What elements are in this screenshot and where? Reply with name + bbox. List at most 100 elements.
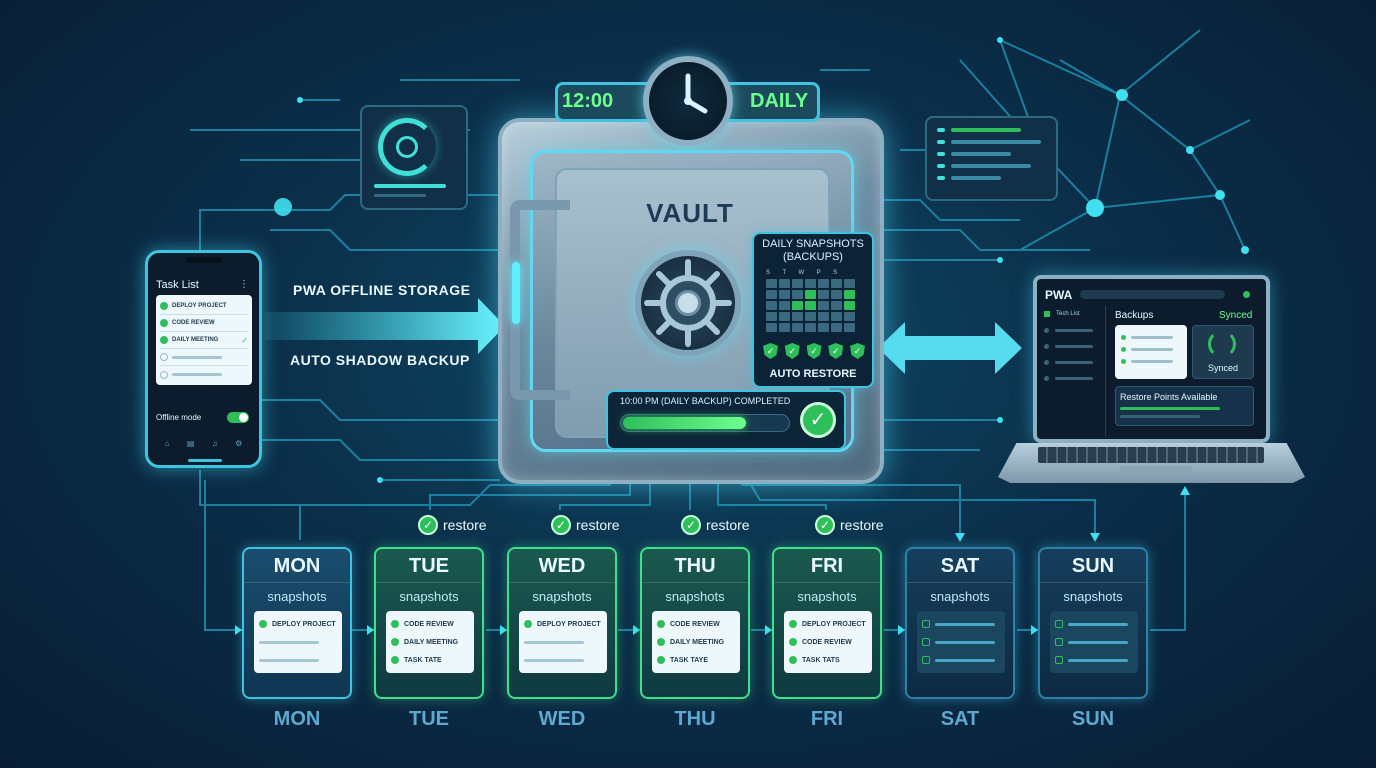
snapshot-row [922, 615, 1000, 633]
calendar-day-cell [831, 323, 842, 332]
day-card-sat[interactable]: SAT snapshots [905, 547, 1015, 699]
day-card-mon[interactable]: MON snapshots DEPLOY PROJECT [242, 547, 352, 699]
home-icon[interactable]: ⌂ [164, 439, 170, 448]
check-box-icon [922, 620, 930, 628]
day-card-tue[interactable]: TUE snapshots CODE REVIEW DAILY MEETING … [374, 547, 484, 699]
snapshot-placeholder [524, 640, 584, 644]
offline-mode-toggle[interactable] [227, 412, 249, 423]
list-icon[interactable]: ▤ [186, 439, 195, 448]
day-card-wed[interactable]: WED snapshots DEPLOY PROJECT [507, 547, 617, 699]
day-card-subtitle: snapshots [797, 589, 857, 604]
calendar-day-cell [792, 301, 803, 310]
settings-icon[interactable]: ⚙ [235, 439, 243, 448]
snapshot-row: TASK TATS [789, 651, 867, 669]
backup-line [1131, 359, 1173, 363]
check-icon [789, 620, 797, 628]
bell-icon[interactable]: ♫ [211, 439, 218, 448]
backup-line [1131, 347, 1173, 351]
day-card-title: FRI [774, 549, 880, 583]
restore-points-label: Restore Points Available [1120, 392, 1218, 402]
more-options-icon[interactable]: ⋮ [239, 279, 249, 290]
restore-points-card[interactable] [1115, 386, 1254, 426]
day-card-sun[interactable]: SUN snapshots [1038, 547, 1148, 699]
task-row[interactable]: CODE REVIEW [160, 315, 248, 332]
snapshot-placeholder [259, 640, 319, 644]
sidebar-item[interactable] [1040, 370, 1105, 386]
backup-list-row[interactable] [1121, 343, 1181, 355]
log-line [951, 164, 1031, 168]
restore-tag[interactable]: ✓ restore [681, 515, 750, 535]
day-card-title: TUE [376, 549, 482, 583]
sidebar-item[interactable] [1040, 322, 1105, 338]
check-box-icon [1055, 656, 1063, 664]
backup-arrow-right [265, 298, 505, 354]
snapshot-task-label: DEPLOY PROJECT [272, 620, 336, 628]
day-card-title: THU [642, 549, 748, 583]
sidebar-item-placeholder [1055, 344, 1093, 348]
task-check-icon [160, 319, 168, 327]
calendar-day-cell [805, 323, 816, 332]
day-card-fri[interactable]: FRI snapshots DEPLOY PROJECT CODE REVIEW… [772, 547, 882, 699]
calendar-day-cell [818, 312, 829, 321]
calendar-weekday-row: S T W P S [766, 270, 862, 276]
list-icon [1044, 311, 1050, 317]
calendar-day-cell [766, 301, 777, 310]
day-card-subtitle: snapshots [267, 589, 327, 604]
check-icon [391, 620, 399, 628]
pwa-logo: PWA [1045, 288, 1073, 302]
snapshot-row: DEPLOY PROJECT [789, 615, 867, 633]
day-label-mon: MON [273, 708, 321, 730]
backup-list-card [1115, 325, 1187, 379]
laptop-keyboard [1038, 447, 1264, 463]
restore-tag[interactable]: ✓ restore [815, 515, 884, 535]
snapshot-placeholder [1068, 640, 1128, 644]
task-row[interactable]: DEPLOY PROJECT [160, 298, 248, 315]
task-check-icon [160, 302, 168, 310]
sidebar-item-placeholder [1055, 376, 1093, 380]
storage-ring-inner-icon [396, 136, 418, 158]
task-unchecked-icon [160, 370, 168, 379]
day-card-thu[interactable]: THU snapshots CODE REVIEW DAILY MEETING … [640, 547, 750, 699]
task-row[interactable] [160, 366, 248, 383]
calendar-day-cell [792, 290, 803, 299]
restore-tag[interactable]: ✓ restore [551, 515, 620, 535]
snapshot-placeholder [1068, 658, 1128, 662]
backup-list-row[interactable] [1121, 355, 1181, 367]
log-line [951, 176, 1001, 180]
restore-tag[interactable]: ✓ restore [418, 515, 487, 535]
backups-heading: Backups [1115, 310, 1154, 321]
snapshot-row: DEPLOY PROJECT [259, 615, 337, 633]
restore-check-icon: ✓ [815, 515, 835, 535]
check-icon [259, 620, 267, 628]
calendar-day-cell [831, 301, 842, 310]
sidebar-dot-icon [1044, 327, 1049, 333]
backup-list-row[interactable] [1121, 331, 1181, 343]
task-unchecked-icon [160, 353, 168, 361]
snapshot-row [922, 633, 1000, 651]
day-label-sun: SUN [1071, 708, 1115, 730]
auto-restore-label: AUTO RESTORE [769, 368, 857, 380]
check-box-icon [922, 638, 930, 646]
phone-task-list: DEPLOY PROJECT CODE REVIEW DAILY MEETING… [156, 295, 252, 385]
snapshot-row: DEPLOY PROJECT [524, 615, 602, 633]
day-label-wed: WED [538, 708, 586, 730]
calendar-day-cell [844, 323, 855, 332]
check-box-icon [1055, 620, 1063, 628]
calendar-day-cell [792, 312, 803, 321]
laptop-search-bar[interactable] [1080, 290, 1225, 299]
task-row[interactable] [160, 349, 248, 366]
sidebar-item-tech-list[interactable]: Tech List [1040, 306, 1105, 322]
snapshot-task-label: DAILY MEETING [670, 638, 725, 646]
snapshot-row [1055, 615, 1133, 633]
sidebar-item[interactable] [1040, 338, 1105, 354]
log-bullet [937, 176, 945, 180]
snapshot-placeholder [935, 658, 995, 662]
task-row[interactable]: DAILY MEETING ✓ [160, 332, 248, 349]
task-label: CODE REVIEW [172, 320, 215, 326]
sidebar-dot-icon [1044, 343, 1049, 349]
restore-tag-label: restore [576, 517, 620, 533]
task-label: DAILY MEETING [172, 337, 219, 343]
sidebar-item[interactable] [1040, 354, 1105, 370]
calendar-day-cell [818, 301, 829, 310]
